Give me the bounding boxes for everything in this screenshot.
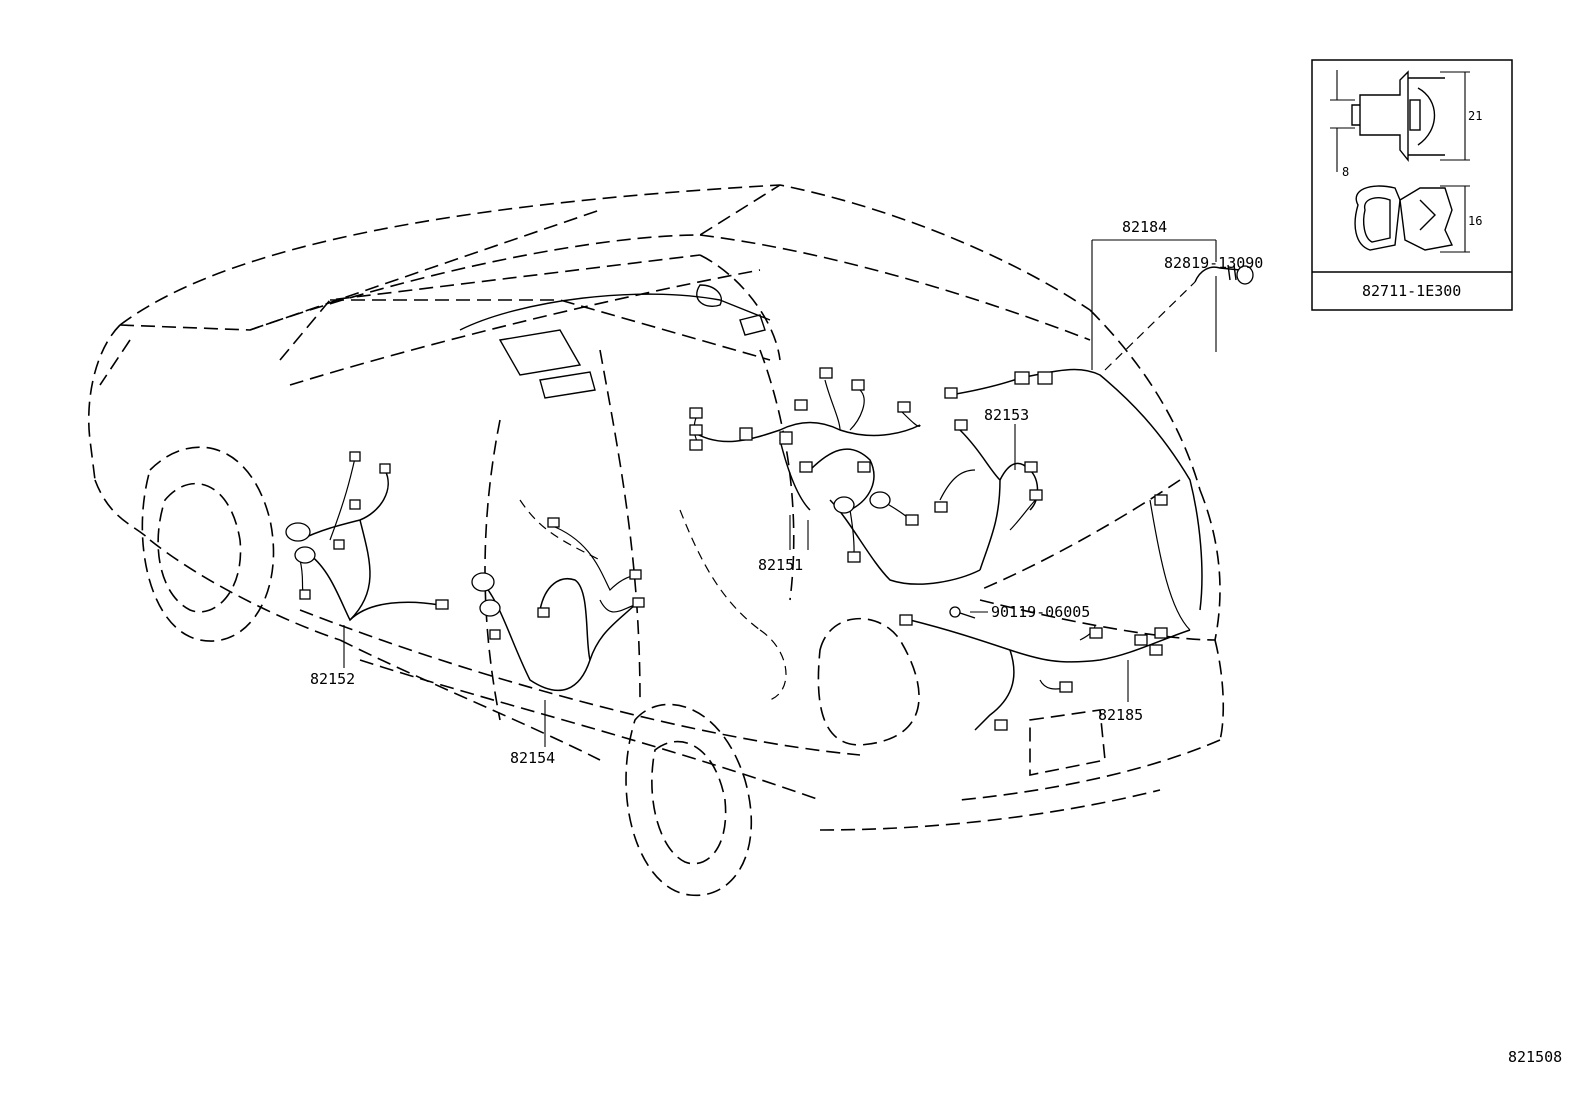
label-82152: 82152 (310, 670, 355, 688)
grommet-phantom-line (1104, 281, 1196, 371)
rear-wheel (625, 703, 753, 897)
diagram-id: 821508 (1508, 1048, 1562, 1066)
label-82184: 82184 (1122, 218, 1167, 236)
inset-part-number: 82711-1E300 (1362, 282, 1461, 300)
harness-82153 (934, 368, 1203, 611)
inset-dim-16: 16 (1468, 214, 1482, 228)
inset-dim-21: 21 (1468, 109, 1482, 123)
harness-82152 (285, 451, 449, 622)
label-82154: 82154 (510, 749, 555, 767)
grommet-82819 (1194, 264, 1254, 285)
harness-82154 (471, 517, 645, 691)
label-82819: 82819-13090 (1164, 254, 1263, 272)
vehicle-body-outline (87, 184, 1225, 831)
harness-82185 (899, 499, 1191, 731)
front-wheel (141, 446, 275, 642)
label-82151: 82151 (758, 556, 803, 574)
label-90119: 90119-06005 (991, 603, 1090, 621)
label-82153: 82153 (984, 406, 1029, 424)
bolt-90119 (949, 606, 976, 619)
inset-dim-8: 8 (1342, 165, 1349, 179)
label-82185: 82185 (1098, 706, 1143, 724)
part-labels: 82184 82819-13090 82153 82151 82152 8215… (310, 218, 1263, 767)
harness-82151 (689, 367, 981, 585)
inset-clip-detail: 21 16 8 82711-1E300 (1311, 59, 1513, 311)
leader-lines (343, 239, 1217, 747)
